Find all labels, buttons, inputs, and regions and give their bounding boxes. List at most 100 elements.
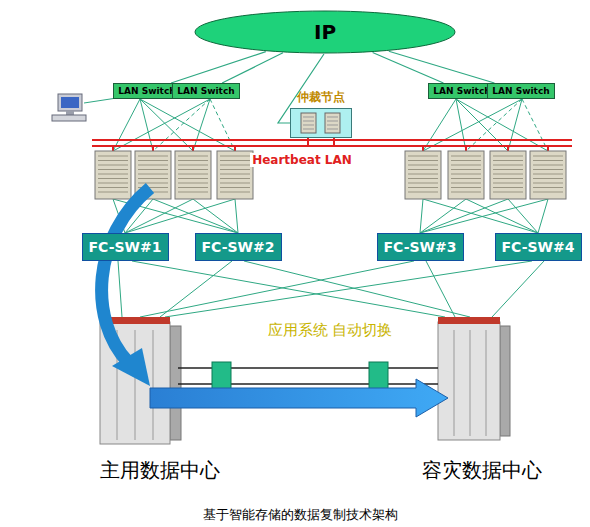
server-slot <box>220 156 250 157</box>
backup-storage <box>438 317 510 440</box>
server-slot <box>220 169 250 170</box>
fc-switch: FC-SW#2 <box>195 233 282 261</box>
server-body <box>405 151 441 199</box>
network-line <box>118 261 122 317</box>
server-slot <box>178 174 208 175</box>
server-slot <box>303 125 314 126</box>
network-line <box>113 99 210 151</box>
heartbeat-tap <box>307 138 309 146</box>
server-slot <box>220 160 250 161</box>
server-slot <box>493 187 523 188</box>
server-body <box>530 151 566 199</box>
network-line <box>423 99 456 151</box>
network-line <box>420 199 508 233</box>
channel-extender <box>369 362 388 391</box>
network-line <box>140 261 414 317</box>
arbitration-node: 仲裁节点 <box>290 108 352 138</box>
cabinet-side <box>500 326 510 436</box>
server-slot <box>451 169 481 170</box>
network-lines <box>84 96 548 317</box>
server-body <box>217 151 253 199</box>
server-body <box>448 151 484 199</box>
fc-switch: FC-SW#4 <box>495 233 582 261</box>
server-slot <box>138 160 168 161</box>
server-slot <box>98 156 128 157</box>
server-slot <box>451 192 481 193</box>
node-text: FC-SW#1 <box>89 239 162 255</box>
cabinet-top <box>438 317 500 324</box>
server-slot <box>451 165 481 166</box>
server-slot <box>138 178 168 179</box>
node-text: FC-SW#4 <box>502 239 575 255</box>
server-slot <box>327 125 338 126</box>
server-slot <box>178 187 208 188</box>
network-line <box>522 99 548 151</box>
node-text: LAN Switch <box>433 86 490 96</box>
node-text: FC-SW#3 <box>384 239 457 255</box>
server-slot <box>533 160 563 161</box>
server-slot <box>303 129 314 130</box>
server-slot <box>327 129 338 130</box>
site-label: 容灾数据中心 <box>420 457 544 484</box>
monitor <box>58 94 82 111</box>
server-slot <box>220 192 250 193</box>
heartbeat-line <box>92 145 572 147</box>
server-slot <box>178 160 208 161</box>
server-slot <box>493 156 523 157</box>
server-slot <box>303 121 314 122</box>
server-icon <box>217 146 253 199</box>
server-body <box>95 151 131 199</box>
server-slot <box>98 174 128 175</box>
server-slot <box>138 183 168 184</box>
server-slot <box>138 174 168 175</box>
server-slot <box>178 192 208 193</box>
keyboard <box>52 115 86 121</box>
server-slot <box>533 187 563 188</box>
node-text: LAN Switch <box>177 86 234 96</box>
server-slot <box>220 187 250 188</box>
server-slot <box>533 169 563 170</box>
server-slot <box>220 183 250 184</box>
switchover-label: 应用系统 自动切换 <box>266 321 395 340</box>
server-slot <box>98 192 128 193</box>
heartbeat-lan <box>92 138 572 146</box>
server-slot <box>408 160 438 161</box>
server-slot <box>220 165 250 166</box>
network-line <box>153 199 238 233</box>
server-slot <box>493 178 523 179</box>
node-text: LAN Switch <box>118 86 175 96</box>
network-line <box>193 199 238 233</box>
server-icon <box>95 146 131 199</box>
server-slot <box>408 187 438 188</box>
server-slot <box>533 183 563 184</box>
server-icon <box>448 146 484 199</box>
network-line <box>426 261 455 317</box>
server-slot <box>493 169 523 170</box>
network-link <box>222 53 283 83</box>
figure-caption: 基于智能存储的数据复制技术架构 <box>201 506 400 524</box>
channel-extender <box>212 362 231 391</box>
server-slot <box>493 192 523 193</box>
server-slot <box>533 165 563 166</box>
server-slot <box>451 187 481 188</box>
mini-server <box>325 113 340 133</box>
network-link <box>171 52 266 83</box>
network-line <box>420 199 423 233</box>
server-slot <box>408 183 438 184</box>
server-slot <box>493 165 523 166</box>
server-slot <box>533 156 563 157</box>
server-slot <box>493 183 523 184</box>
server-slot <box>98 187 128 188</box>
server-slot <box>408 169 438 170</box>
storage-cabinet <box>438 322 500 440</box>
server-group <box>95 146 566 199</box>
network-line <box>423 99 522 151</box>
server-slot <box>98 160 128 161</box>
server-icon <box>490 146 526 199</box>
server-slot <box>408 174 438 175</box>
computer-icon <box>52 94 86 121</box>
network-line <box>140 99 153 151</box>
node-text: FC-SW#2 <box>202 239 275 255</box>
